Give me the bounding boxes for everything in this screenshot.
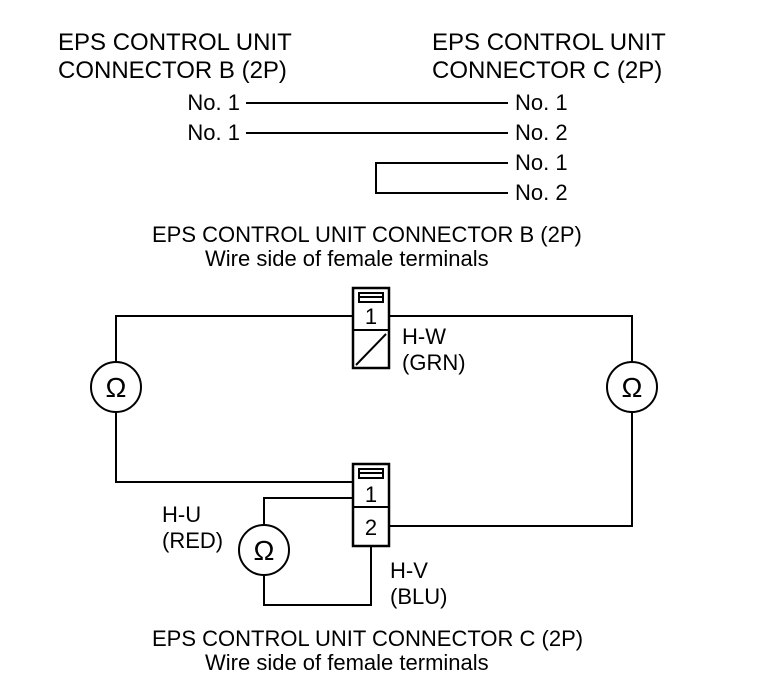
wiring-row-2-from: No. 1 bbox=[187, 120, 240, 145]
connector-c-pin-1-label: 1 bbox=[365, 482, 377, 507]
wiring-row-3-to: No. 1 bbox=[515, 150, 568, 175]
ohmmeter-bottom-icon: Ω bbox=[238, 524, 290, 576]
wire-b1-right-meter bbox=[389, 315, 633, 362]
wire-bottom-meter-c2 bbox=[263, 546, 372, 606]
wire-hv-name: H-V bbox=[390, 558, 428, 583]
wire-hw-color: (GRN) bbox=[402, 350, 466, 375]
svg-text:Ω: Ω bbox=[254, 535, 275, 566]
connector-b-title: EPS CONTROL UNIT CONNECTOR B (2P) bbox=[152, 222, 582, 247]
connector-c-subtitle: Wire side of female terminals bbox=[205, 650, 489, 675]
wiring-row-1-to: No. 1 bbox=[515, 90, 568, 115]
wiring-row-1-from: No. 1 bbox=[187, 90, 240, 115]
connector-b: 1 bbox=[351, 286, 391, 370]
wire-left-meter-c1 bbox=[115, 412, 353, 483]
svg-text:Ω: Ω bbox=[106, 372, 127, 403]
connector-c-pin-2-label: 2 bbox=[365, 515, 377, 540]
wire-hu-name: H-U bbox=[162, 502, 201, 527]
header-right-line2: CONNECTOR C (2P) bbox=[432, 57, 662, 84]
wire-right-meter-c2 bbox=[389, 412, 633, 527]
header-left-line1: EPS CONTROL UNIT bbox=[58, 29, 292, 56]
wire-b1-left-meter bbox=[115, 315, 353, 362]
wiring-row-4-to: No. 2 bbox=[515, 180, 568, 205]
connector-b-subtitle: Wire side of female terminals bbox=[205, 246, 489, 271]
connector-b-pin-1-label: 1 bbox=[365, 304, 377, 329]
header-right-line1: EPS CONTROL UNIT bbox=[432, 29, 666, 56]
connector-c: 1 2 bbox=[351, 462, 391, 548]
wire-c1-bottom-meter bbox=[263, 497, 353, 525]
wire-hv-color: (BLU) bbox=[390, 584, 447, 609]
connector-c-title: EPS CONTROL UNIT CONNECTOR C (2P) bbox=[152, 626, 583, 651]
wire-hw-name: H-W bbox=[402, 324, 446, 349]
ohmmeter-left-icon: Ω bbox=[90, 361, 142, 413]
wiring-row-2-to: No. 2 bbox=[515, 120, 568, 145]
svg-text:Ω: Ω bbox=[622, 372, 643, 403]
jumper-bracket bbox=[375, 162, 508, 194]
wire-hu-color: (RED) bbox=[162, 528, 223, 553]
ohmmeter-right-icon: Ω bbox=[606, 361, 658, 413]
header-left-line2: CONNECTOR B (2P) bbox=[58, 57, 287, 84]
